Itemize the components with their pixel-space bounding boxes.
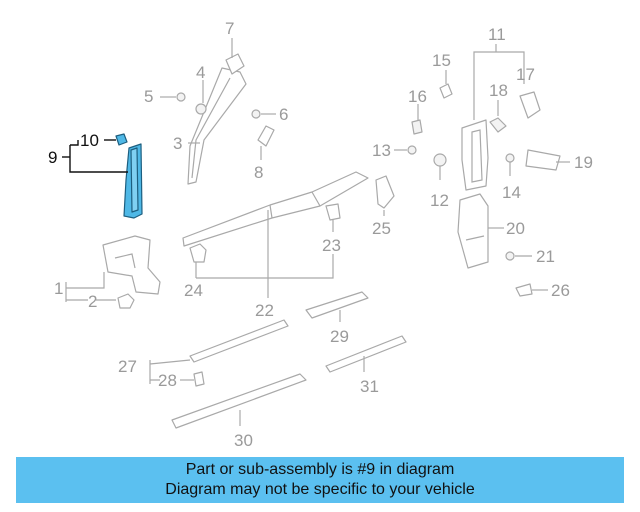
callout-10: 10 xyxy=(80,131,99,150)
callout-3: 3 xyxy=(173,134,182,153)
parts-diagram: 10 9 1 2 7 4 5 6 8 3 22 23 24 25 27 28 2… xyxy=(48,19,593,450)
callout-4: 4 xyxy=(196,63,205,82)
callout-9: 9 xyxy=(48,148,57,167)
callout-15: 15 xyxy=(432,51,451,70)
part-9-pillar-trim[interactable] xyxy=(123,143,143,219)
callout-24: 24 xyxy=(184,281,203,300)
callout-17: 17 xyxy=(516,65,535,84)
callout-23: 23 xyxy=(322,236,341,255)
callout-6: 6 xyxy=(279,105,288,124)
info-line-disclaimer: Diagram may not be specific to your vehi… xyxy=(165,481,475,498)
info-banner: Part or sub-assembly is #9 in diagram Di… xyxy=(16,457,624,503)
callout-11: 11 xyxy=(488,25,506,44)
callout-16: 16 xyxy=(408,87,427,106)
callout-29: 29 xyxy=(330,327,349,346)
callout-12: 12 xyxy=(430,191,449,210)
callout-13: 13 xyxy=(372,141,391,160)
callout-8: 8 xyxy=(254,163,263,182)
callout-20: 20 xyxy=(506,219,525,238)
callout-2: 2 xyxy=(88,292,97,311)
callout-25: 25 xyxy=(372,219,391,238)
callout-28: 28 xyxy=(158,371,177,390)
callout-30: 30 xyxy=(234,431,253,450)
callout-22: 22 xyxy=(255,301,274,320)
callout-19: 19 xyxy=(574,153,593,172)
callout-27: 27 xyxy=(118,357,137,376)
callout-26: 26 xyxy=(551,281,570,300)
callout-31: 31 xyxy=(360,377,379,396)
callout-21: 21 xyxy=(536,247,555,266)
part-10-clip[interactable] xyxy=(115,133,128,146)
info-line-part: Part or sub-assembly is #9 in diagram xyxy=(185,461,455,478)
callout-5: 5 xyxy=(144,87,153,106)
callout-18: 18 xyxy=(489,81,508,100)
callout-7: 7 xyxy=(225,19,234,38)
callout-1: 1 xyxy=(54,279,63,298)
callout-14: 14 xyxy=(502,183,521,202)
